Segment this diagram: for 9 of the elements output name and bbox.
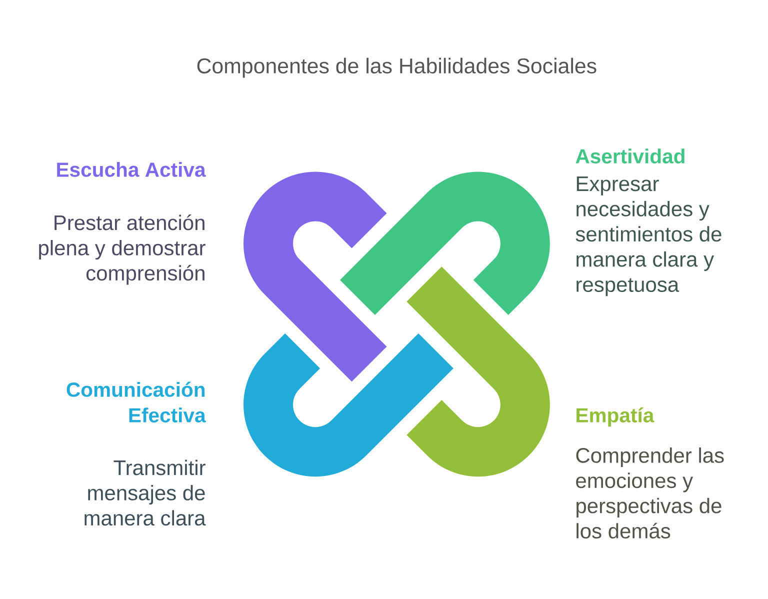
description: Comprender las emociones y perspectivas de los demás	[576, 447, 724, 538]
heading: Asertividad	[576, 148, 684, 164]
description: Expresar necesidades y sentimientos de manera clara y respetuosa	[576, 176, 722, 296]
title: Componentes de las Habilidades Sociales	[197, 58, 596, 78]
heading: Comunicación Efectiva	[66, 382, 206, 422]
heading: Empatía	[576, 407, 654, 427]
description: Transmitir mensajes de manera clara	[84, 460, 206, 526]
heading: Escucha Activa	[57, 162, 206, 177]
description: Prestar atención plena y demostrar comprensión	[39, 214, 206, 285]
